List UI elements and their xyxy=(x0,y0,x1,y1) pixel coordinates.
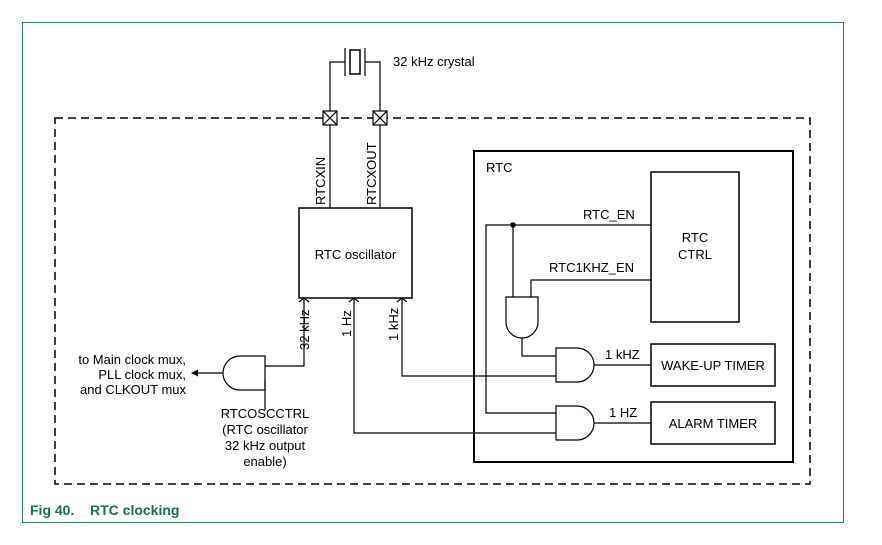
rtc-ctrl-box xyxy=(650,171,740,323)
wakeup-timer-box xyxy=(650,343,776,387)
rtcoscctrl-line2: (RTC oscillator xyxy=(222,422,308,437)
rtc-block-label: RTC xyxy=(486,160,512,175)
crystal-label: 32 kHz crystal xyxy=(393,54,475,69)
khz1-out-label: 1 kHZ xyxy=(605,347,640,362)
mux-output-arrow xyxy=(191,369,198,377)
alarm-timer-box xyxy=(650,401,776,445)
pad-rtcxin xyxy=(322,110,338,126)
rtc-oscillator-label: RTC oscillator xyxy=(315,247,397,262)
khz32-label: 32 kHz xyxy=(297,310,312,350)
pad-rtcxout xyxy=(372,110,388,126)
rtc-en-wire xyxy=(485,224,651,414)
rtc-ctrl-line2: CTRL xyxy=(678,247,712,262)
khz1-label: 1 kHz xyxy=(386,308,401,341)
figure-frame xyxy=(22,22,844,523)
rtcxout-label: RTCXOUT xyxy=(364,142,379,205)
rtc-en-junction xyxy=(510,222,516,228)
wakeup-and-gate xyxy=(555,347,595,383)
enable-and-gate xyxy=(505,296,539,339)
alarm-timer-label: ALARM TIMER xyxy=(669,416,758,431)
rtcxin-label: RTCXIN xyxy=(313,157,328,205)
rtc1khz-en-wire xyxy=(530,279,651,297)
wakeup-timer-label: WAKE-UP TIMER xyxy=(661,358,765,373)
mux-target-line2: PLL clock mux, xyxy=(98,367,186,382)
rtcoscctrl-and-gate xyxy=(222,355,266,391)
mux-target-line1: to Main clock mux, xyxy=(78,352,186,367)
caption-fig-number: Fig 40. xyxy=(30,502,74,518)
chip-boundary xyxy=(54,117,811,485)
rtcoscctrl-line3: 32 kHz output xyxy=(225,438,306,453)
alarm-and-gate xyxy=(555,405,595,441)
hz1-label: 1 Hz xyxy=(339,310,354,337)
rtc-en-label: RTC_EN xyxy=(583,207,635,222)
rtcoscctrl-line4: enable) xyxy=(243,454,286,469)
rtc-ctrl-line1: RTC xyxy=(682,230,708,245)
rtc-block xyxy=(473,150,794,463)
rtc1khz-en-label: RTC1KHZ_EN xyxy=(549,260,634,275)
rtcoscctrl-line1: RTCOSCCTRL xyxy=(221,406,310,421)
caption-title: RTC clocking xyxy=(90,502,179,518)
crystal-symbol xyxy=(329,48,381,118)
rtc-oscillator-box xyxy=(298,207,413,299)
hz1-out-label: 1 HZ xyxy=(609,405,637,420)
mux-target-line3: and CLKOUT mux xyxy=(80,382,186,397)
